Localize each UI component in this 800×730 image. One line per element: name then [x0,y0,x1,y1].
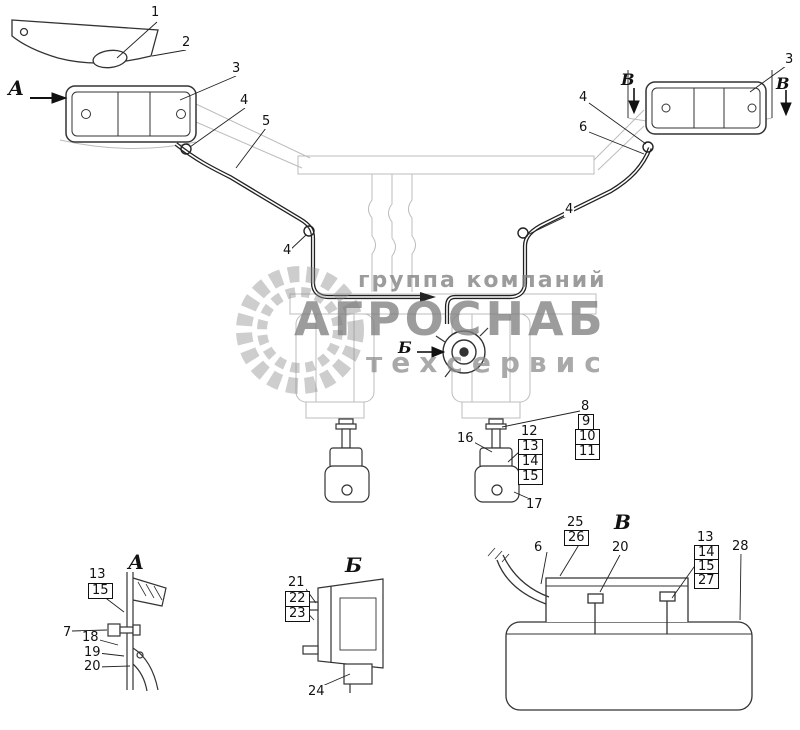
callout-23: 23 [285,606,310,622]
arrow-b-left-icon [628,100,640,115]
callout-16: 16 [456,431,475,446]
left-fender-bracket [11,19,159,69]
callout-8: 8 [580,399,591,414]
callout-13: 13 [518,439,543,455]
watermark-line2: АГРОСНАБ [294,292,607,346]
view-label-В: В [614,510,631,534]
callout-14: 14 [518,454,543,470]
callout-10: 10 [575,429,600,445]
view-label-Б: Б [398,338,412,357]
callout-13: 13 [696,530,715,545]
watermark-line3: техсервис [366,346,610,379]
watermark-wreath-icon [236,266,364,394]
arrow-b-component-icon [431,346,446,358]
callout-4: 4 [239,93,250,108]
component-b-connector [435,327,489,378]
watermark-line1: группа компаний [358,268,607,293]
callout-9: 9 [578,414,595,430]
view-label-Б: Б [345,553,363,577]
callout-4: 4 [564,202,575,217]
callout-28: 28 [731,539,750,554]
callout-4: 4 [578,90,589,105]
callout-1: 1 [150,5,161,20]
callout-20: 20 [611,540,630,555]
callout-19: 19 [83,645,102,660]
callout-15: 15 [88,583,113,599]
callout-11: 11 [575,444,600,460]
view-label-В: В [776,74,790,93]
callout-13: 13 [88,567,107,582]
callout-21: 21 [287,575,306,590]
callout-3: 3 [784,52,795,67]
right-rear-lamp [627,70,773,135]
callout-22: 22 [285,591,310,607]
callout-17: 17 [525,497,544,512]
arrow-b-right-icon [780,102,792,117]
left-mount-bracket [324,418,370,503]
callout-3: 3 [231,61,242,76]
callout-6: 6 [533,540,544,555]
callout-2: 2 [181,35,192,50]
view-label-А: А [128,550,145,574]
callout-15: 15 [518,469,543,485]
callout-24: 24 [307,684,326,699]
callout-20: 20 [83,659,102,674]
callout-5: 5 [261,114,272,129]
callout-27: 27 [694,573,719,589]
arrow-a-icon [51,92,68,104]
callout-18: 18 [81,630,100,645]
callout-14: 14 [694,545,719,561]
view-label-В: В [621,70,635,89]
wiring-harness [174,142,652,324]
view-direction-arrows [30,88,792,358]
callout-7: 7 [62,625,73,640]
callout-6: 6 [578,120,589,135]
callout-4: 4 [282,243,293,258]
callout-12: 12 [520,424,539,439]
leader-lines [71,21,787,688]
detail-v-drawing [487,547,753,711]
callout-26: 26 [564,530,589,546]
detail-b-drawing [302,578,384,693]
harness-clamps [180,141,654,239]
callout-25: 25 [566,515,585,530]
view-label-А: А [8,76,25,100]
left-rear-lamp [65,85,197,143]
detail-a-drawing [107,572,167,692]
